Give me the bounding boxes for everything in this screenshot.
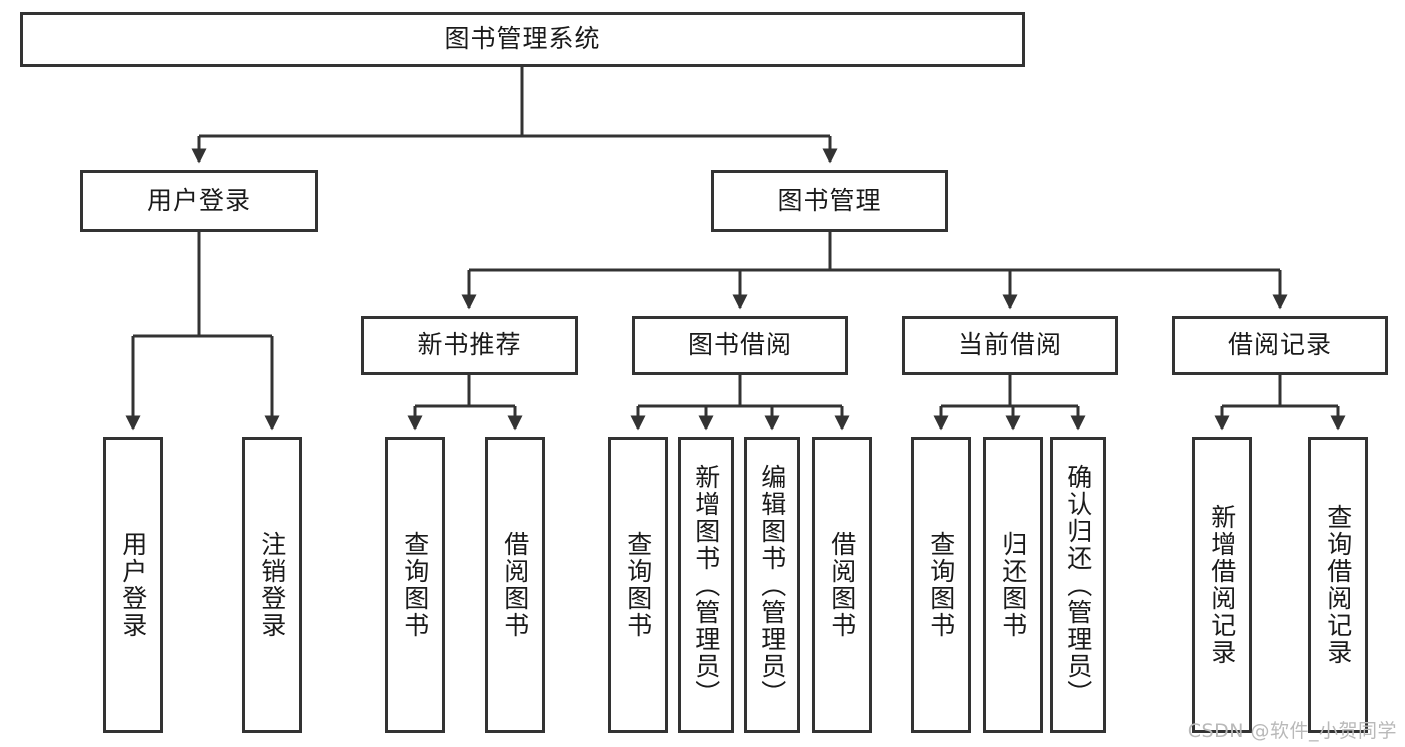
edge-userlogin-to-leaves (125, 232, 280, 431)
node-leaf-user-logout[interactable]: 注销登录 (242, 437, 302, 733)
node-leaf-add-borrow-record[interactable]: 新增借阅记录 (1192, 437, 1252, 733)
node-label: 确认归还（管理员） (1063, 463, 1093, 707)
node-leaf-query-book-1[interactable]: 查询图书 (385, 437, 445, 733)
node-leaf-return-book[interactable]: 归还图书 (983, 437, 1043, 733)
node-root-system[interactable]: 图书管理系统 (20, 12, 1025, 67)
node-current-borrow[interactable]: 当前借阅 (902, 316, 1118, 375)
node-leaf-query-book-2[interactable]: 查询图书 (608, 437, 668, 733)
node-label: 图书管理 (777, 185, 882, 215)
node-leaf-query-book-3[interactable]: 查询图书 (911, 437, 971, 733)
node-label: 查询借阅记录 (1323, 504, 1353, 666)
node-label: 注销登录 (257, 531, 287, 639)
node-book-manage[interactable]: 图书管理 (711, 170, 948, 232)
csdn-watermark: CSDN @软件_小贺同学 (1187, 720, 1397, 742)
node-user-login[interactable]: 用户登录 (80, 170, 318, 232)
node-label: 新书推荐 (417, 330, 522, 360)
node-leaf-query-borrow-record[interactable]: 查询借阅记录 (1308, 437, 1368, 733)
node-new-book-recommend[interactable]: 新书推荐 (361, 316, 578, 375)
edge-bookmanage-to-level3 (461, 232, 1288, 310)
node-leaf-user-login[interactable]: 用户登录 (103, 437, 163, 733)
node-leaf-edit-book-admin[interactable]: 编辑图书（管理员） (744, 437, 800, 733)
node-leaf-borrow-book-1[interactable]: 借阅图书 (485, 437, 545, 733)
node-label: 归还图书 (998, 531, 1028, 639)
node-label: 用户登录 (146, 185, 251, 215)
node-label: 新增图书（管理员） (691, 463, 721, 707)
node-label: 查询图书 (400, 531, 430, 639)
edge-bookborrow-to-leaves (630, 375, 850, 431)
node-label: 查询图书 (623, 531, 653, 639)
edge-borrowrecord-to-leaves (1214, 375, 1346, 431)
edge-root-to-level2 (191, 67, 838, 164)
node-label: 借阅记录 (1227, 330, 1332, 360)
node-label: 用户登录 (118, 531, 148, 639)
node-leaf-confirm-return-admin[interactable]: 确认归还（管理员） (1050, 437, 1106, 733)
node-label: 新增借阅记录 (1207, 504, 1237, 666)
node-label: 查询图书 (926, 531, 956, 639)
node-leaf-add-book-admin[interactable]: 新增图书（管理员） (678, 437, 734, 733)
node-label: 当前借阅 (957, 330, 1062, 360)
node-label: 图书管理系统 (444, 24, 601, 54)
node-label: 图书借阅 (687, 330, 792, 360)
node-label: 借阅图书 (500, 531, 530, 639)
node-label: 编辑图书（管理员） (757, 463, 787, 707)
node-borrow-record[interactable]: 借阅记录 (1172, 316, 1388, 375)
node-book-borrow[interactable]: 图书借阅 (632, 316, 848, 375)
node-label: 借阅图书 (827, 531, 857, 639)
edge-currentborrow-to-leaves (933, 375, 1086, 431)
node-leaf-borrow-book-2[interactable]: 借阅图书 (812, 437, 872, 733)
edge-newbook-to-leaves (407, 375, 523, 431)
